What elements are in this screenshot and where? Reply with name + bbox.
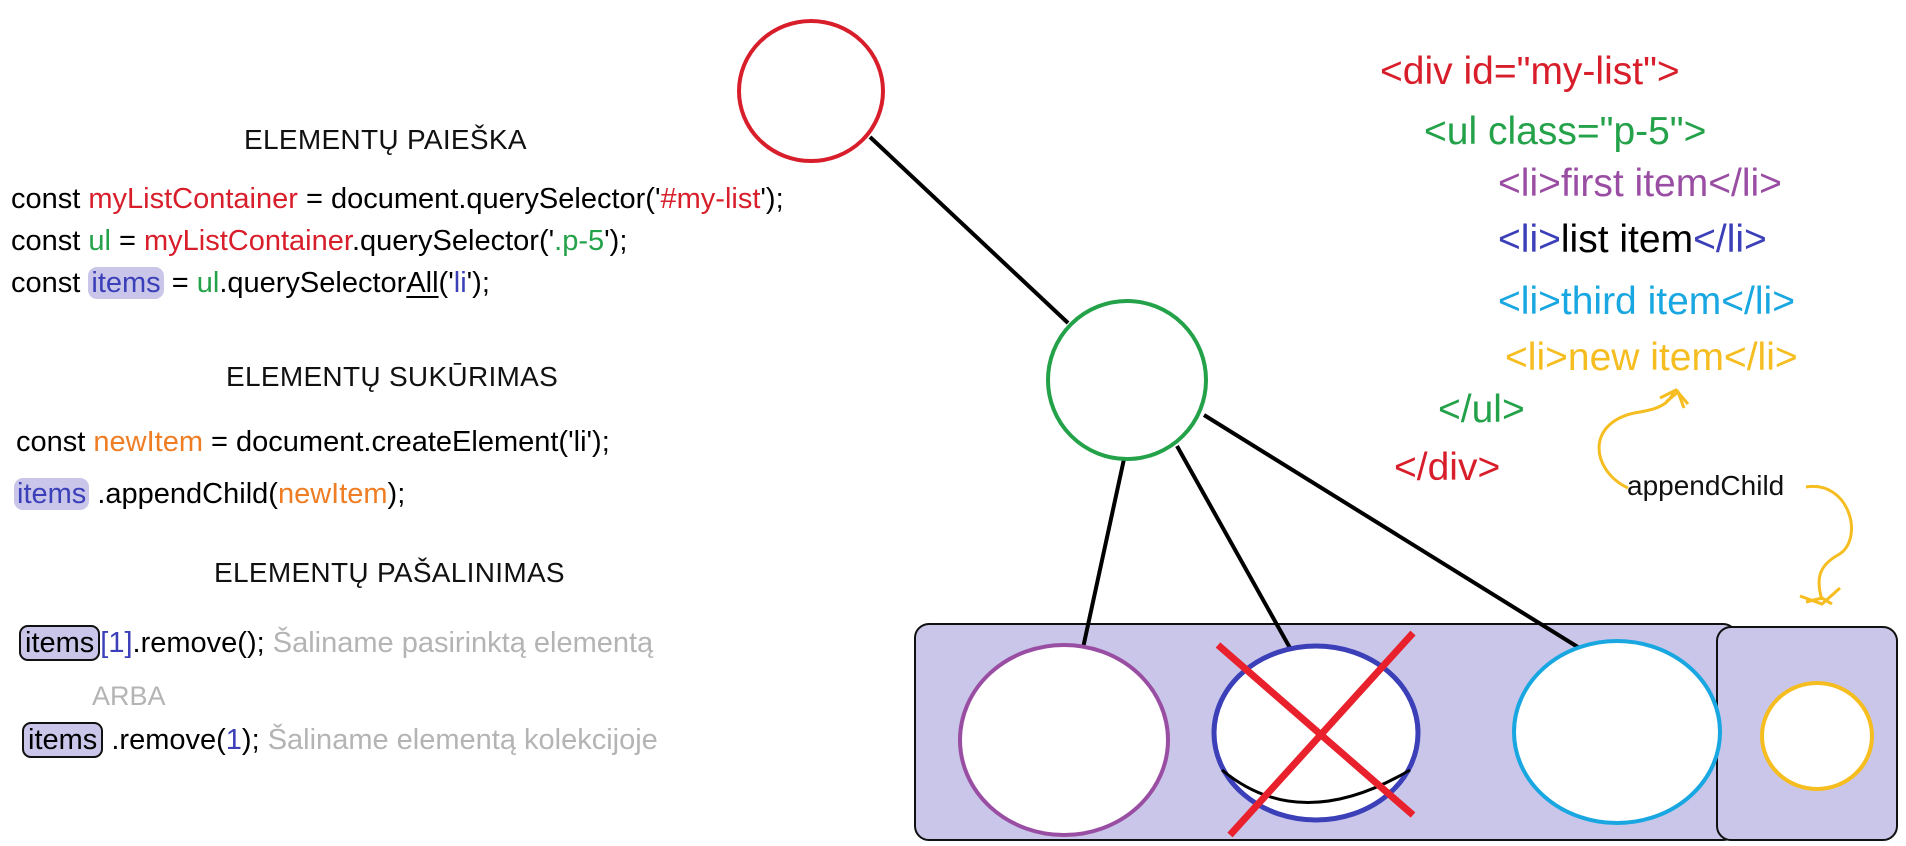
comment-remove-selected: Šaliname pasirinktą elementą (272, 627, 654, 659)
code-line-query-ul: const ul = myListContainer.querySelector… (11, 225, 628, 257)
remove-heading: ELEMENTŲ PAŠALINIMAS (214, 557, 565, 588)
html-li-list: <li>list item</li> (1498, 218, 1767, 261)
edge-ul-li2 (1175, 445, 1292, 649)
div-node (737, 19, 885, 163)
li-third-node (1512, 639, 1722, 825)
append-arrow-up-icon (1597, 388, 1690, 490)
code-line-create-element: const newItem = document.createElement('… (16, 426, 610, 458)
items-highlight: items (14, 478, 90, 510)
edge-div-ul (868, 135, 1070, 325)
code-line-remove-index: items .remove(1); Šaliname elementą kole… (22, 722, 658, 758)
all-underlined: All (406, 267, 439, 299)
append-child-label: appendChild (1627, 470, 1785, 501)
append-arrow-down-icon (1799, 485, 1853, 606)
html-div-open: <div id="my-list"> (1380, 50, 1680, 93)
html-li-first: <li>first item</li> (1498, 162, 1782, 205)
html-ul-close: </ul> (1438, 388, 1525, 431)
create-heading: ELEMENTŲ SUKŪRIMAS (226, 361, 559, 392)
code-line-remove-item: items[1].remove(); Šaliname pasirinktą e… (19, 625, 654, 661)
remove-cross-icon (1215, 630, 1416, 838)
code-line-query-all-items: const items = ul.querySelectorAll('li'); (11, 267, 490, 299)
html-div-close: </div> (1394, 446, 1501, 489)
code-line-query-container: const myListContainer = document.querySe… (11, 183, 784, 215)
html-li-third: <li>third item</li> (1498, 280, 1795, 323)
or-label: ARBA (92, 681, 166, 711)
comment-remove-collection: Šaliname elementą kolekcijoje (267, 724, 658, 756)
items-pill: items (22, 722, 104, 758)
code-line-append-child: items .appendChild(newItem); (14, 478, 405, 511)
items-pill: items (19, 625, 101, 661)
edge-ul-li3 (1202, 413, 1583, 651)
li-first-node (958, 643, 1170, 837)
html-ul-open: <ul class="p-5"> (1424, 110, 1707, 153)
edge-ul-li1 (1081, 458, 1126, 649)
html-li-new: <li>new item</li> (1505, 336, 1798, 379)
li-new-node (1760, 681, 1874, 791)
search-heading: ELEMENTŲ PAIEŠKA (244, 124, 527, 155)
ul-node (1046, 299, 1208, 461)
items-highlight: items (88, 267, 164, 299)
